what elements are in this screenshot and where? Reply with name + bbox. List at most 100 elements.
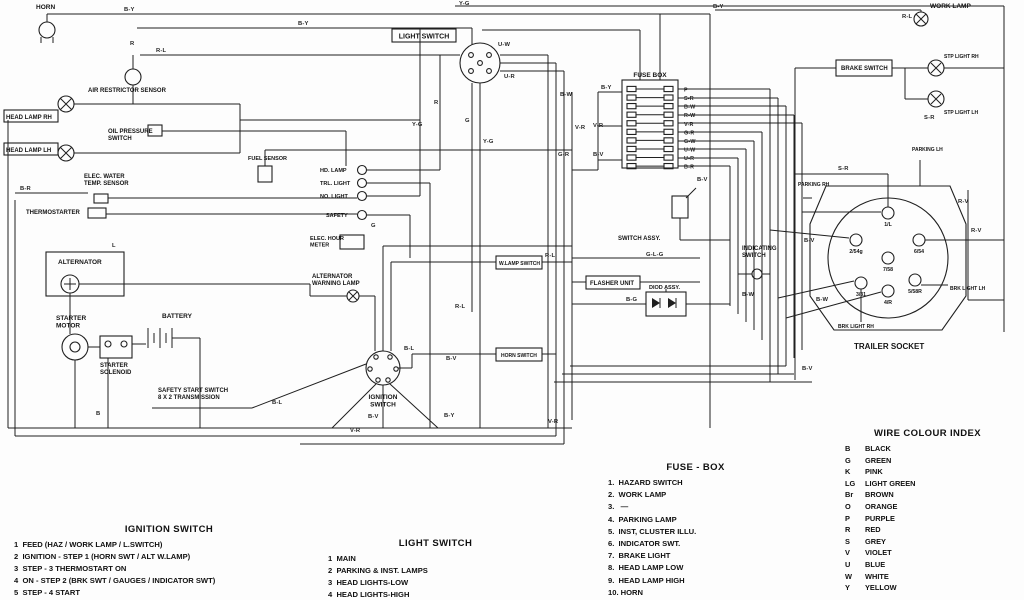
colour-name: PURPLE [865, 513, 895, 523]
cluster-lamp-icon [356, 177, 368, 189]
socket-pin-label: 1/L [884, 222, 892, 228]
diod-assy-box [645, 291, 687, 317]
ignition-switch-pin [367, 366, 373, 372]
light-switch-pin [468, 52, 474, 58]
wire-label: B-V [446, 356, 457, 362]
fuse-icon [663, 128, 674, 135]
wire-label: V-R [593, 123, 604, 129]
legend-item: 2 IGNITION - STEP 1 (HORN SWT / ALT W.LA… [14, 552, 191, 561]
component-shapes [3, 11, 967, 386]
safety-lamp-label: SAFETY [326, 213, 348, 219]
wire-label: R [434, 100, 439, 106]
legend-item: 3. — [608, 502, 629, 512]
brake-switch-box [835, 59, 893, 77]
fuse-icon [626, 137, 637, 144]
wire-label: R-L [545, 253, 556, 259]
diode-symbol [652, 298, 660, 308]
light-switch-icon [459, 42, 501, 84]
switch-assy-icon [671, 195, 689, 219]
flasher-unit-label: FLASHER UNIT [590, 281, 634, 287]
colour-name: GREY [865, 536, 886, 546]
colour-name: WHITE [865, 571, 889, 581]
head-lamp-lh-label-box [3, 142, 59, 156]
legend-item: 1 MAIN [328, 554, 356, 563]
cluster-lamp-icon [356, 190, 368, 202]
legend-item: 7. BRAKE LIGHT [608, 551, 671, 561]
fuse-wire-label: B-R [684, 165, 694, 171]
diode-symbol [668, 298, 676, 308]
legend-item: 4 ON - STEP 2 (BRK SWT / GAUGES / INDICA… [14, 576, 216, 585]
light-switch-pin [477, 60, 483, 66]
wire-label: B-Y [713, 4, 724, 10]
trailer-socket-icon [827, 197, 949, 319]
wire-label: Y-G [459, 1, 470, 7]
colour-name: GREEN [865, 455, 892, 465]
starter-motor-inner [69, 341, 81, 353]
head-lamp-rh-label: HEAD LAMP RH [6, 115, 52, 121]
wire-label: G-R [558, 152, 570, 158]
socket-pin-icon [849, 233, 863, 247]
horn-switch-box [495, 347, 543, 362]
parking-rh-label: PARKING RH [798, 182, 830, 188]
fuse-icon [663, 102, 674, 110]
colour-code: R [845, 525, 851, 535]
socket-pin-label: 6/54 [914, 249, 924, 255]
wire-label: S-R [924, 115, 935, 121]
wire-label: B-Y [444, 413, 455, 419]
legend-item: 4 HEAD LIGHTS-HIGH [328, 590, 410, 599]
horn-switch-label: HORN SWITCH [501, 353, 537, 359]
socket-pin-label: 3/31 [856, 292, 866, 298]
colour-code: K [845, 467, 851, 477]
colour-code: O [845, 501, 851, 511]
socket-pin-icon [881, 206, 895, 220]
colour-code: LG [845, 478, 856, 488]
ignition-switch-pin [373, 354, 379, 360]
alternator-label: ALTERNATOR [58, 259, 102, 266]
wire-label: B-V [593, 152, 604, 158]
fuse-icon [663, 111, 674, 118]
wire-label: G [371, 223, 376, 229]
socket-pin-icon [912, 233, 926, 247]
wire-path-top [46, 5, 1005, 428]
wire-label: B-L [404, 346, 415, 352]
wire-label: B-Y [601, 85, 612, 91]
wire-path-assemblies [572, 187, 770, 305]
colour-name: BROWN [865, 490, 894, 500]
wire-path-center [79, 28, 572, 429]
legend-title: FUSE - BOX [666, 462, 725, 473]
solenoid-terminal [120, 340, 128, 348]
alternator-terminal-icon [60, 274, 80, 294]
hour-meter-icon [339, 234, 365, 250]
oil-pressure-switch-icon [147, 124, 163, 137]
wire-label: B-W [742, 292, 755, 298]
no-light-label: NO. LIGHT [320, 194, 348, 200]
colour-code: B [845, 444, 851, 453]
cluster-lamp-icon [356, 209, 368, 221]
legend-item: 4. PARKING LAMP [608, 514, 677, 524]
fuse-icon [626, 128, 637, 135]
colour-name: YELLOW [865, 583, 897, 593]
legend-item: 1 FEED (HAZ / WORK LAMP / L.SWITCH) [14, 540, 163, 549]
air-restrictor-label: AIR RESTRICTOR SENSOR [88, 88, 167, 94]
stp-light-rh-icon [927, 59, 945, 77]
wire-path-lightswitch [471, 54, 573, 444]
fuse-icon [663, 154, 674, 161]
wire-label: Y-G [412, 122, 423, 128]
work-lamp-icon [913, 11, 929, 27]
generated-shapes [626, 85, 926, 298]
wire-label: B-V [802, 366, 813, 372]
colour-code: S [845, 536, 850, 546]
wlamp-switch-label: W.LAMP SWITCH [499, 261, 540, 267]
stp-light-rh-label: STP LIGHT RH [944, 54, 979, 60]
trailer-socket-label: TRAILER SOCKET [854, 342, 924, 351]
fuse-icon [626, 111, 637, 118]
